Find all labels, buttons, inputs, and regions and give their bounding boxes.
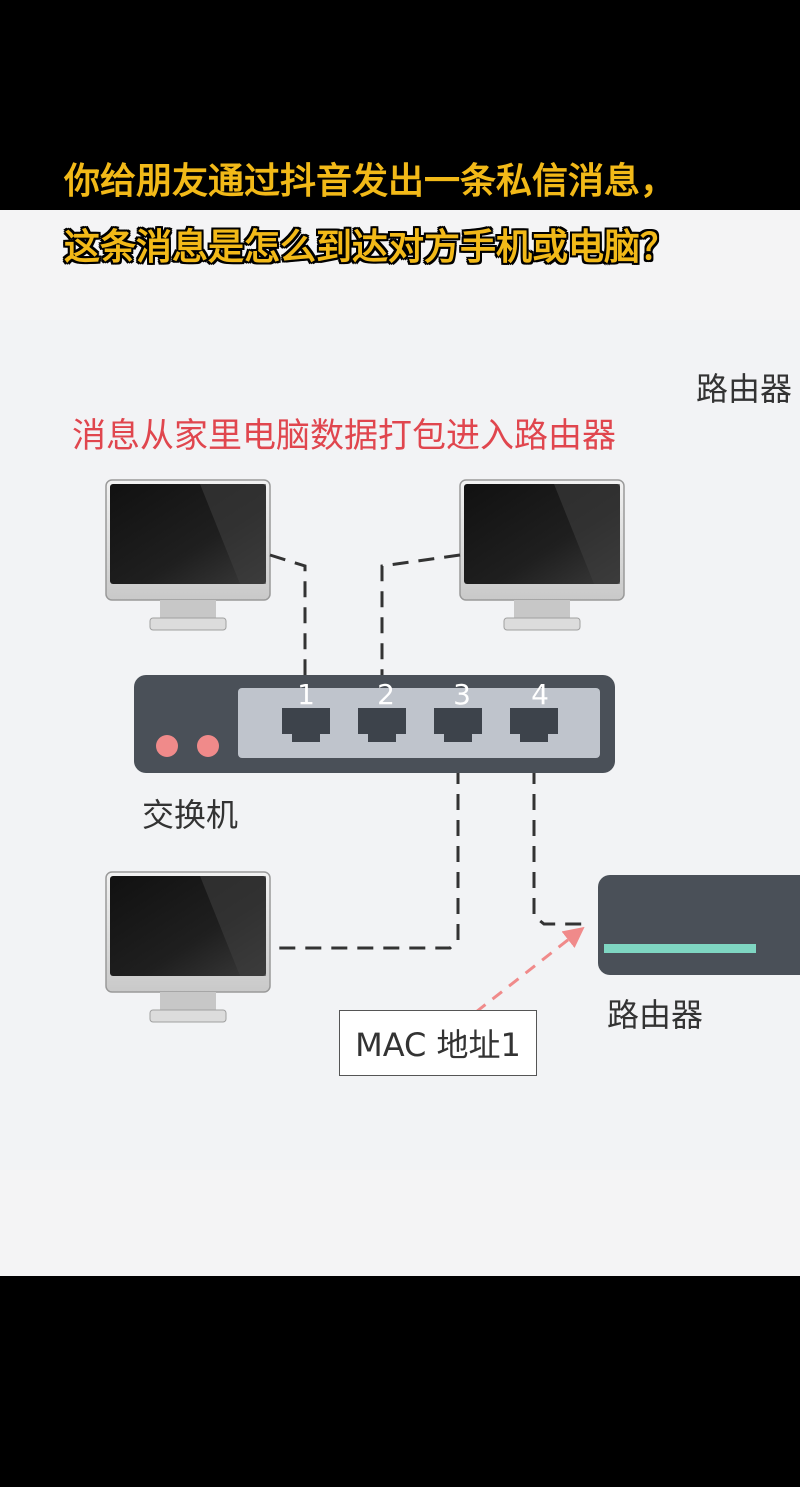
corner-router-label: 路由器 [696, 370, 793, 408]
mac-address-box: MAC 地址1 [339, 1010, 537, 1076]
caption-line-1: 你给朋友通过抖音发出一条私信消息， [64, 161, 677, 202]
router-device [598, 875, 800, 975]
cable-computer-2 [380, 553, 461, 690]
bottom-black-band [0, 1276, 800, 1487]
port-number-3: 3 [453, 678, 471, 711]
diagram-title: 消息从家里电脑数据打包进入路由器 [72, 416, 616, 456]
port-number-2: 2 [377, 678, 395, 711]
led-2 [197, 735, 219, 757]
switch-device: 1 2 3 4 [134, 675, 615, 773]
router-label: 路由器 [607, 996, 704, 1034]
caption-line-2: 这条消息是怎么到达对方手机或电脑？ [64, 227, 677, 268]
cable-computer-1 [269, 553, 307, 690]
port-number-1: 1 [297, 678, 315, 711]
computer-2 [459, 479, 625, 631]
cables [269, 553, 590, 950]
mac-arrow [475, 926, 585, 1014]
port-4-icon [510, 708, 558, 742]
computer-3 [105, 871, 271, 1023]
port-number-4: 4 [531, 678, 549, 711]
cable-computer-3 [272, 742, 460, 950]
port-1-icon [282, 708, 330, 742]
top-black-band [0, 0, 800, 210]
switch-label: 交换机 [142, 796, 239, 834]
port-2-icon [358, 708, 406, 742]
port-3-icon [434, 708, 482, 742]
cable-router [532, 742, 590, 926]
led-1 [156, 735, 178, 757]
computer-1 [105, 479, 271, 631]
mac-address-label: MAC 地址1 [355, 1026, 521, 1064]
